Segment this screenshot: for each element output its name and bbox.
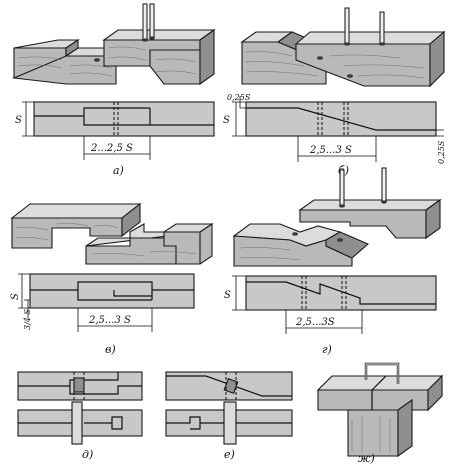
panel-zh-caption: ж) [358,452,375,465]
panel-g: S 2,5...3S г) [224,167,442,356]
panel-a-caption: а) [113,164,124,177]
panel-a-length-label: 2...2,5 S [90,143,133,154]
panel-g-iso-left [232,223,370,267]
panel-g-thickness-label: S [224,290,231,301]
panel-e-plan-view [165,401,293,445]
panel-v: S 3/4 S 2,5...3 S в) [10,202,214,356]
panel-zh-iso-view [316,362,444,458]
panel-b-plan: S 0,25S 0,25S 2,5...3 S [223,93,446,164]
panel-b-thickness-label: S [223,115,230,126]
panel-d-caption: д) [82,448,93,461]
panel-a-thickness-label: S [15,115,22,126]
panel-b-iso-right [294,7,446,88]
panel-g-plan: S 2,5...3S [224,275,437,334]
panel-b-side-offset-label: 0,25S [437,140,446,164]
panel-v-plan: S 3/4 S 2,5...3 S [10,273,195,332]
panel-a-pins [94,3,155,62]
panel-g-caption: г) [322,343,332,356]
panel-a-plan: S 2...2,5 S [15,101,215,160]
panel-g-pins [339,167,387,208]
panel-v-length-label: 2,5...3 S [88,315,131,326]
panel-d: д) [17,371,143,461]
panel-b: S 0,25S 0,25S 2,5...3 S б) [223,7,446,177]
panel-e: е) [165,371,293,461]
panel-b-top-offset-label: 0,25S [227,93,251,102]
panel-a: S 2...2,5 S а) [11,3,216,177]
panel-a-iso-right [94,3,216,86]
panel-e-side-view [165,371,293,401]
panel-b-pins [317,7,385,78]
panel-v-caption: в) [105,343,116,356]
panel-v-thickness-label: S [10,293,21,300]
panel-g-iso-right [298,167,442,240]
panel-d-plan-view [17,401,143,445]
panel-v-step-label: 3/4 S [23,309,32,330]
panel-zh: ж) [316,362,444,465]
panel-b-length-label: 2,5...3 S [309,145,352,156]
panel-e-caption: е) [224,448,235,461]
panel-g-length-label: 2,5...3S [295,317,335,328]
panel-v-iso-left [10,202,142,249]
panel-v-iso-right [85,222,214,265]
panel-d-side-view [17,371,143,401]
